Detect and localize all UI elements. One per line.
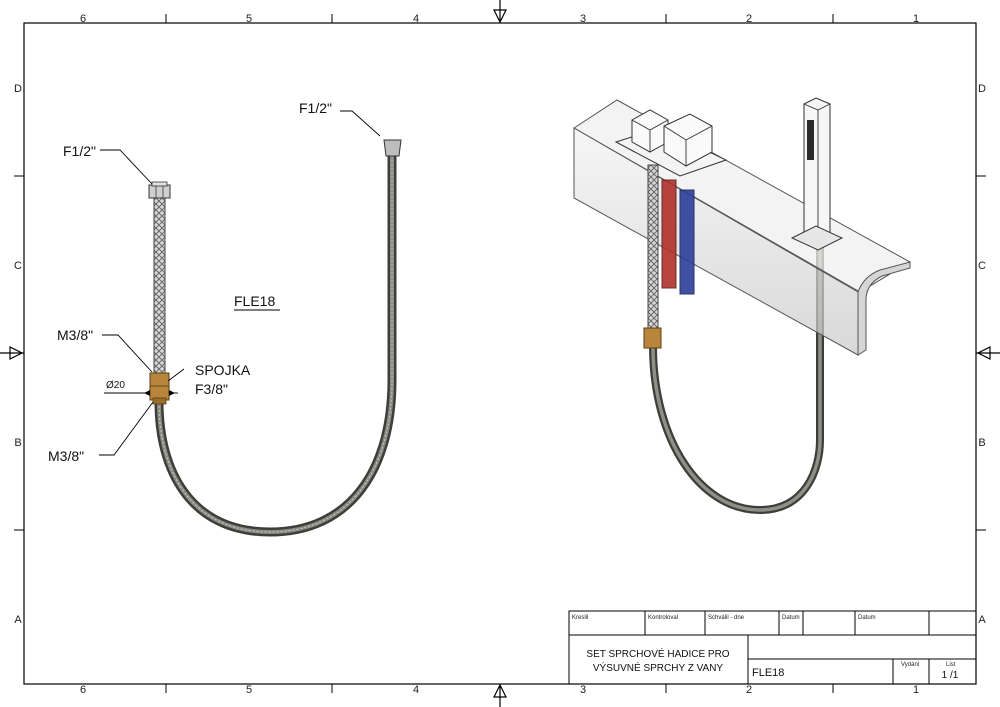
- title-block: [568, 610, 977, 685]
- callout-spojka: SPOJKA: [195, 362, 251, 378]
- callout-diameter: Ø20: [106, 380, 125, 391]
- zone-col-top: 3: [580, 13, 586, 25]
- shower-holder: [790, 225, 844, 251]
- zone-row-right: A: [978, 614, 986, 626]
- drawing-border: [23, 22, 977, 685]
- hose-assembly-front-view: F1/2" F1/2" M3/8" M3/8" Ø20 SPOJKA F3/8"…: [48, 100, 402, 537]
- zone-row-left: D: [14, 83, 22, 95]
- zone-col-bottom: 3: [580, 684, 586, 696]
- cold-water-body: [679, 189, 695, 295]
- part-label: FLE18: [234, 293, 275, 309]
- mixer-handle-right: [663, 113, 713, 167]
- hose-end-nut: [383, 139, 402, 157]
- callout-leaders: [99, 110, 381, 456]
- zone-ticks: [14, 14, 986, 693]
- callout-f12-left: F1/2": [63, 143, 96, 159]
- iso-brass-coupling: [643, 327, 662, 349]
- hot-water-body: [661, 179, 677, 289]
- zone-row-left: B: [14, 437, 21, 449]
- zone-row-right: B: [978, 437, 985, 449]
- zone-row-left: A: [14, 614, 22, 626]
- callout-m38-upper: M3/8": [57, 327, 93, 343]
- hand-shower: [803, 97, 831, 241]
- zone-col-top: 5: [246, 13, 252, 25]
- zone-row-left: C: [14, 260, 22, 272]
- zone-col-top: 6: [80, 13, 86, 25]
- header-approved: Schválil - dne: [708, 615, 745, 621]
- header-drawn-by: Kreslil: [572, 615, 588, 621]
- sheet-value: 1 /1: [942, 670, 959, 681]
- installation-isometric-view: [573, 97, 912, 515]
- braided-connector: [153, 196, 166, 374]
- zone-col-top: 1: [913, 13, 919, 25]
- header-checked-by: Kontroloval: [648, 615, 678, 621]
- zone-labels: 6 5 4 3 2 1 6 5 4 3 2 1 D C B A D C B A: [14, 13, 986, 696]
- zone-col-bottom: 5: [246, 684, 252, 696]
- zone-col-bottom: 6: [80, 684, 86, 696]
- sheet-label: List: [946, 662, 956, 668]
- zone-row-right: C: [978, 260, 986, 272]
- zone-col-top: 4: [413, 13, 419, 25]
- zone-col-bottom: 1: [913, 684, 919, 696]
- iso-braided-connector: [647, 164, 659, 332]
- revision-label: Vydání: [901, 662, 920, 668]
- drawing-title-line1: SET SPRCHOVÉ HADICE PRO: [586, 647, 729, 660]
- callout-m38-lower: M3/8": [48, 448, 84, 464]
- hex-nut: [148, 184, 171, 199]
- header-date-2: Datum: [858, 615, 876, 621]
- zone-col-bottom: 2: [746, 684, 752, 696]
- zone-row-right: D: [978, 83, 986, 95]
- zone-col-bottom: 4: [413, 684, 419, 696]
- callout-f38: F3/8": [195, 381, 228, 397]
- zone-col-top: 2: [746, 13, 752, 25]
- drawing-number: FLE18: [752, 667, 784, 679]
- header-date-1: Datum: [782, 615, 800, 621]
- callout-f12-right: F1/2": [299, 100, 332, 116]
- shower-hose: [154, 155, 397, 537]
- drawing-title-line2: VÝSUVNÉ SPRCHY Z VANY: [593, 661, 724, 674]
- title-block-text: Kreslil Kontroloval Schválil - dne Datum…: [572, 615, 959, 681]
